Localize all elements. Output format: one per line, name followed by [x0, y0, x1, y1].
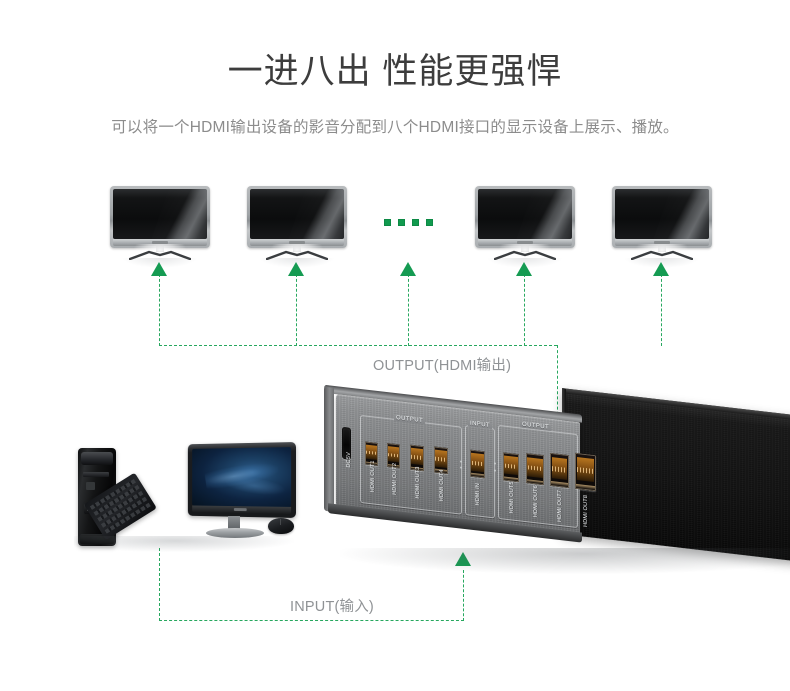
- display-monitor-4: [612, 186, 712, 268]
- pc-monitor: [187, 442, 296, 518]
- ellipsis-dot: [384, 219, 391, 226]
- hdmi-port-out5: [503, 452, 519, 483]
- device-chassis-body: [562, 388, 790, 562]
- screen-gloss: [277, 189, 344, 239]
- hdmi-port-out8: [575, 452, 596, 492]
- display-monitor-2: [247, 186, 347, 268]
- output-trunk-to-device: [557, 345, 558, 425]
- monitor-screen: [250, 189, 344, 239]
- monitor-screen: [113, 189, 207, 239]
- status-led-4: [494, 469, 496, 472]
- monitor-stand: [266, 250, 328, 260]
- hdmi-port-label-out1: HDMI OUT1: [370, 459, 376, 493]
- faceplate-left-frame: [324, 386, 334, 512]
- pc-tower-top-panel: [81, 452, 113, 465]
- pc-mouse: [268, 518, 294, 534]
- input-riser-from-pc: [159, 548, 160, 621]
- monitor-logo: [289, 241, 305, 244]
- pc-monitor-screen: [192, 447, 292, 507]
- pc-brand-badge: [86, 482, 95, 490]
- device-ground-shadow: [340, 548, 790, 574]
- monitor-stand: [631, 250, 693, 260]
- hdmi-port-in: [470, 449, 485, 479]
- ellipsis-dot: [398, 219, 405, 226]
- ellipsis-dots: [384, 219, 433, 227]
- monitor-stand: [494, 250, 556, 260]
- hdmi-splitter-device: OUTPUT INPUT OUTPUT DC5V HDMI OUT1: [324, 384, 790, 598]
- output-branch-1: [159, 274, 160, 346]
- monitor-bezel: [110, 186, 210, 248]
- output-branch-ellipsis: [408, 274, 409, 346]
- pc-monitor-logo: [233, 508, 247, 512]
- output-arrow-4: [653, 262, 669, 276]
- display-monitor-3: [475, 186, 575, 268]
- pc-optical-drive: [83, 472, 109, 477]
- page-title: 一进八出 性能更强悍: [227, 52, 563, 91]
- display-monitor-1: [110, 186, 210, 268]
- output-arrow-1: [151, 262, 167, 276]
- hdmi-port-label-out8: HDMI OUT8: [583, 494, 589, 528]
- hdmi-port-label-in: HDMI IN: [475, 482, 481, 506]
- hdmi-port-label-out3: HDMI OUT3: [415, 466, 421, 499]
- monitor-bezel: [475, 186, 575, 248]
- output-branch-4: [661, 274, 662, 346]
- hdmi-port-label-out2: HDMI OUT2: [392, 462, 398, 496]
- status-led-2: [460, 466, 462, 469]
- hdmi-port-label-out4: HDMI OUT4: [439, 468, 445, 502]
- output-arrow-2: [288, 262, 304, 276]
- ellipsis-dot: [426, 219, 433, 226]
- monitor-bezel: [247, 186, 347, 248]
- input-arrow: [455, 552, 471, 566]
- status-led-3: [494, 462, 496, 465]
- pc-tower-base: [80, 534, 114, 544]
- monitor-screen: [478, 189, 572, 239]
- hdmi-port-label-out6: HDMI OUT6: [533, 484, 539, 518]
- output-arrow-ellipsis: [400, 262, 416, 276]
- source-computer: [68, 440, 298, 560]
- page-subtitle: 可以将一个HDMI输出设备的影音分配到八个HDMI接口的显示设备上展示、播放。: [111, 119, 679, 136]
- output-path-label: OUTPUT(HDMI输出): [366, 354, 519, 375]
- screen-gloss: [642, 189, 709, 239]
- hdmi-port-label-out5: HDMI OUT5: [509, 481, 515, 514]
- hdmi-port-out7: [550, 452, 569, 489]
- output-branch-2: [296, 274, 297, 346]
- hdmi-port-out6: [526, 453, 544, 486]
- monitor-bezel: [612, 186, 712, 248]
- input-riser-to-device: [463, 570, 464, 621]
- screen-gloss: [505, 189, 572, 239]
- input-bus-line: [159, 620, 464, 621]
- input-path-label: INPUT(输入): [283, 595, 381, 616]
- pc-monitor-base: [206, 528, 264, 538]
- monitor-logo: [517, 241, 533, 244]
- mouse-button-split: [280, 519, 281, 525]
- monitor-logo: [654, 241, 670, 244]
- pc-monitor-neck: [228, 516, 240, 530]
- output-branch-3: [524, 274, 525, 346]
- screen-gloss: [140, 189, 207, 239]
- monitor-logo: [152, 241, 168, 244]
- monitor-screen: [615, 189, 709, 239]
- output-arrow-3: [516, 262, 532, 276]
- ellipsis-dot: [412, 219, 419, 226]
- pc-ground-shadow: [74, 536, 294, 552]
- status-led-1: [460, 460, 462, 463]
- monitor-stand: [129, 250, 191, 260]
- output-bus-line: [159, 345, 557, 346]
- device-faceplate: OUTPUT INPUT OUTPUT DC5V HDMI OUT1: [324, 383, 596, 546]
- dc-power-label: DC5V: [346, 451, 352, 468]
- hdmi-port-label-out7: HDMI OUT7: [557, 489, 563, 523]
